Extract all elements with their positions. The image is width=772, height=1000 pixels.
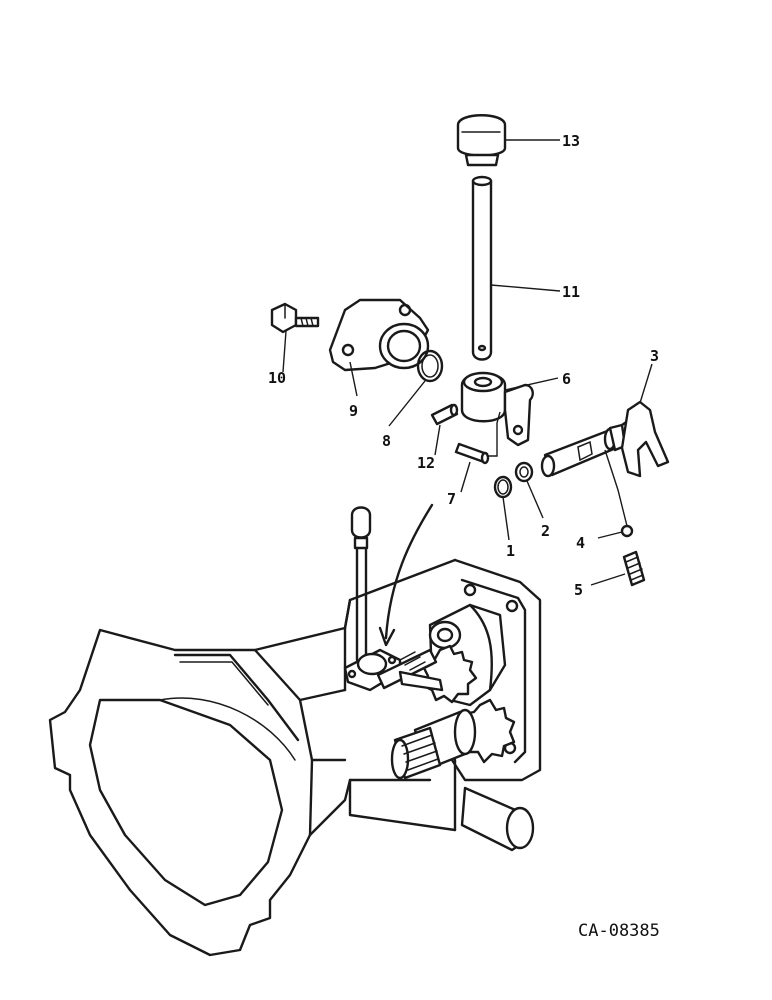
part-12-pin (430, 403, 459, 426)
part-4-ball (620, 524, 634, 538)
part-9-flange-housing (328, 298, 430, 372)
callout-1: 1 (506, 542, 515, 560)
callout-6: 6 (562, 370, 571, 388)
callout-2: 2 (541, 522, 550, 540)
leader-lines (282, 139, 653, 586)
part-6-lever-hub (460, 371, 534, 447)
part-3-shift-fork (540, 400, 670, 478)
arrow-head (378, 626, 396, 647)
part-10-bolt (270, 302, 320, 334)
callout-12: 12 (417, 454, 435, 472)
callout-4: 4 (576, 534, 585, 552)
callout-5: 5 (574, 581, 583, 599)
installed-shift-rod (343, 506, 444, 692)
callout-10: 10 (268, 369, 286, 387)
part-5-spring (622, 550, 646, 587)
part-11-shift-rod (471, 175, 493, 361)
part-2-snap-ring (514, 461, 534, 483)
part-8-o-ring (416, 349, 444, 383)
part-7-pin (454, 442, 490, 465)
installation-arrow (384, 503, 434, 640)
shift-housing-assembly (343, 506, 516, 780)
part-1-ring (493, 475, 513, 499)
transmission-housing (48, 558, 542, 957)
drawing-reference-number: CA-08385 (578, 921, 660, 941)
callout-7: 7 (447, 490, 456, 508)
output-shaft (390, 708, 477, 780)
part-13-knob (456, 114, 507, 167)
callout-9: 9 (349, 402, 358, 420)
callout-13: 13 (562, 132, 580, 150)
callout-11: 11 (562, 283, 580, 301)
callout-8: 8 (382, 432, 391, 450)
callout-3: 3 (650, 347, 659, 365)
